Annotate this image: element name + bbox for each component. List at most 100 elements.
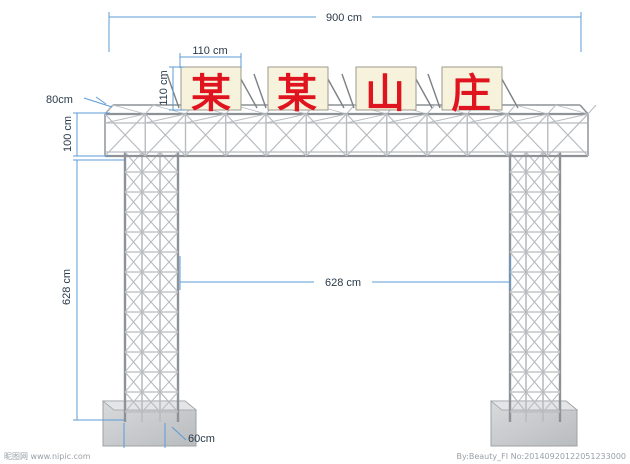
sign-char-2: 某 <box>277 70 317 117</box>
truss-member <box>265 113 307 157</box>
truss-member <box>159 271 179 293</box>
truss-member <box>185 113 227 157</box>
truss-member <box>141 251 161 273</box>
truss-member <box>525 171 544 193</box>
truss-member <box>225 113 267 124</box>
truss-member <box>104 113 146 124</box>
truss-member <box>141 371 161 393</box>
truss-member <box>144 104 154 115</box>
truss-member <box>124 191 143 213</box>
truss-member <box>547 113 589 157</box>
truss-member <box>509 271 527 293</box>
truss-member <box>124 251 143 273</box>
sign-support <box>253 73 267 109</box>
truss-member <box>509 291 527 313</box>
truss-member <box>159 391 179 413</box>
sign-support <box>427 73 441 109</box>
total-width-label: 900 cm <box>326 12 362 24</box>
truss-member <box>141 311 161 333</box>
truss-height-label: 100 cm <box>62 116 74 152</box>
truss-member <box>542 251 561 273</box>
truss-member <box>346 113 388 157</box>
truss-member <box>159 251 179 273</box>
truss-member <box>587 104 597 115</box>
truss-member <box>159 311 179 333</box>
truss-member <box>547 104 557 115</box>
truss-member <box>525 211 544 233</box>
sign-height-label: 110 cm <box>158 70 170 105</box>
truss-member <box>579 104 589 115</box>
truss-member <box>555 104 589 115</box>
sign-char-1: 某 <box>191 70 231 117</box>
truss-member <box>525 331 544 353</box>
truss-member <box>525 351 544 373</box>
left-base <box>101 400 198 447</box>
sign-board-3 <box>355 66 417 111</box>
truss-member <box>525 231 544 253</box>
truss-member <box>507 113 548 124</box>
sign-support <box>341 73 355 109</box>
truss-member <box>515 104 548 115</box>
truss-member <box>467 113 508 124</box>
truss-member <box>141 171 161 193</box>
truss-member <box>525 291 544 313</box>
inner-width-label: 628 cm <box>325 277 361 289</box>
truss-member <box>141 191 161 213</box>
truss-member <box>141 291 161 313</box>
truss-member <box>386 113 428 157</box>
truss-member <box>426 113 468 124</box>
truss-member <box>542 391 561 413</box>
truss-member <box>466 113 508 157</box>
truss-member <box>185 113 226 124</box>
watermark-right: By:Beauty_FI No:20140920122051233000 <box>457 452 626 461</box>
truss-member <box>509 251 527 273</box>
truss-member <box>124 351 143 373</box>
watermark-strip <box>0 448 630 464</box>
truss-member <box>124 271 143 293</box>
top-truss <box>104 104 597 158</box>
watermark-left: 昵图网 www.nipic.com <box>4 452 91 461</box>
truss-member <box>144 113 186 157</box>
truss-member <box>305 113 347 157</box>
truss-member <box>509 311 527 333</box>
truss-member <box>509 211 527 233</box>
truss-member <box>509 371 527 393</box>
truss-member <box>159 351 179 373</box>
truss-member <box>386 113 428 124</box>
truss-member <box>542 231 561 253</box>
truss-member <box>542 331 561 353</box>
truss-member <box>141 231 161 253</box>
truss-member <box>159 211 179 233</box>
right-base <box>489 400 579 447</box>
pillar-height-label: 628 cm <box>61 269 73 305</box>
truss-member <box>509 391 527 413</box>
truss-member <box>141 331 161 353</box>
truss-member <box>542 191 561 213</box>
right-pillar <box>508 151 562 422</box>
truss-member <box>225 113 267 157</box>
truss-member <box>507 104 516 115</box>
truss-member <box>542 291 561 313</box>
dimension-labels: 900 cm 110 cm 110 cm 80cm 100 cm 628 cm … <box>46 9 372 445</box>
truss-member <box>124 171 143 193</box>
truss-member <box>141 391 161 413</box>
sign-char-3: 山 <box>365 70 405 117</box>
truss-member <box>124 391 143 413</box>
truss-member <box>124 231 143 253</box>
truss-member <box>159 191 179 213</box>
truss-member <box>159 291 179 313</box>
truss-member <box>509 351 527 373</box>
truss-member <box>426 113 468 157</box>
truss-member <box>509 171 527 193</box>
truss-member <box>112 104 146 115</box>
truss-member <box>141 351 161 373</box>
sign-text: 某 某 山 庄 <box>191 70 491 117</box>
truss-member <box>547 113 589 124</box>
truss-member <box>525 251 544 273</box>
truss-member <box>509 331 527 353</box>
sign-board-4 <box>441 66 503 111</box>
truss-member <box>159 371 179 393</box>
truss-member <box>509 231 527 253</box>
truss-member <box>525 191 544 213</box>
